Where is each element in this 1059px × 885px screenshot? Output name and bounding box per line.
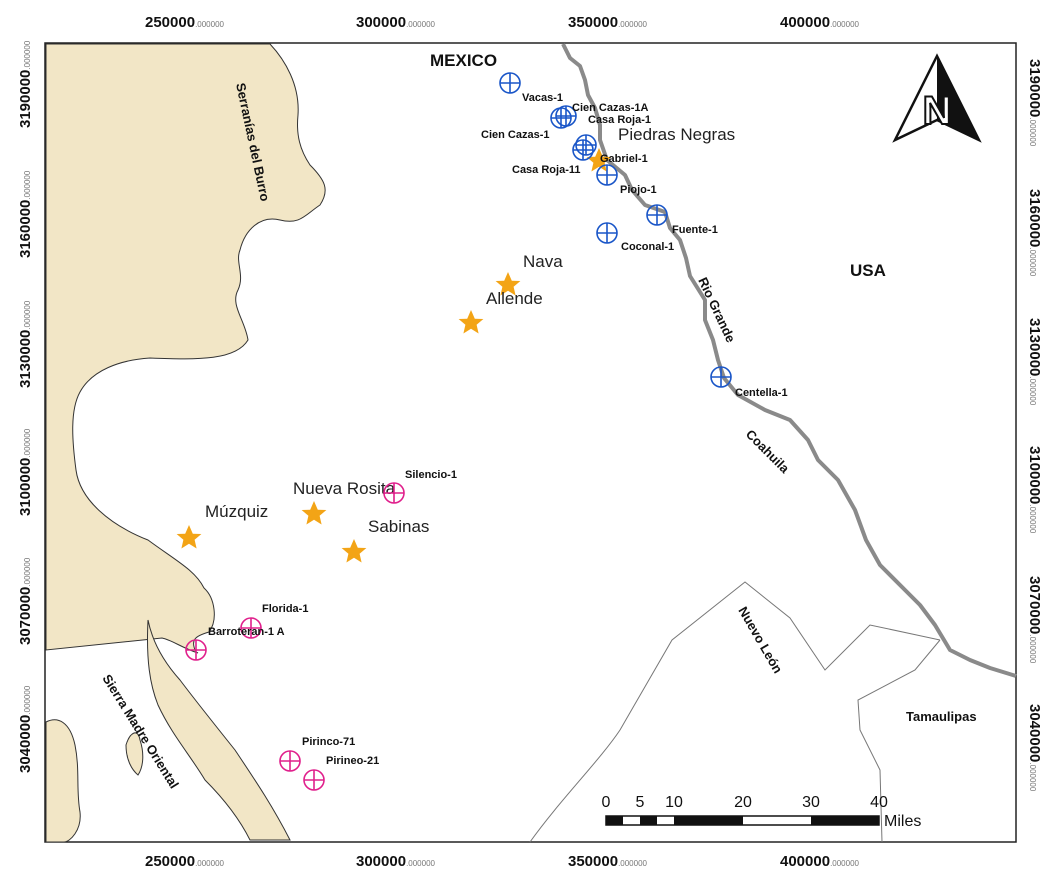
y-tick-label: 3100000.000000 [1026, 446, 1043, 534]
rio-grande-river [561, 43, 1017, 678]
y-tick-label: 3190000.000000 [17, 40, 34, 128]
city-star [341, 539, 367, 563]
scale-tick-label: 30 [802, 794, 820, 811]
well-label: Casa Roja-11 [512, 164, 580, 176]
well-symbol [646, 204, 668, 226]
state-borders [529, 581, 941, 843]
well-label: Cien Cazas-1A [572, 102, 648, 114]
well-symbol [596, 164, 618, 186]
well-symbol [550, 107, 572, 129]
well-symbol [383, 482, 405, 504]
x-tick-label: 250000.000000 [145, 14, 225, 31]
well-symbol [303, 769, 325, 791]
city-label: Nava [523, 252, 563, 271]
scale-bar-segment [674, 816, 743, 825]
north-arrow-half [937, 56, 979, 140]
city-label: Piedras Negras [618, 125, 735, 144]
wells-magenta [185, 482, 405, 791]
y-tick-label: 3130000.000000 [1026, 318, 1043, 406]
y-tick-label: 3100000.000000 [17, 428, 34, 516]
well-label: Silencio-1 [405, 469, 457, 481]
well-symbol [575, 134, 597, 156]
wells-blue [499, 72, 732, 388]
well-symbol [499, 72, 521, 94]
x-tick-label: 300000.000000 [356, 853, 436, 870]
well-label: Florida-1 [262, 603, 308, 615]
city-label: Sabinas [368, 517, 429, 536]
well-labels-magenta: Silencio-1 Florida-1 Barroteran-1 A Piri… [208, 469, 457, 767]
y-tick-label: 3160000.000000 [1026, 189, 1043, 277]
scale-bar-segment [640, 816, 657, 825]
well-symbol [185, 639, 207, 661]
well-label: Pirinco-71 [302, 736, 355, 748]
label-tamaulipas: Tamaulipas [906, 709, 977, 724]
scale-tick-label: 20 [734, 794, 752, 811]
x-tick-label: 250000.000000 [145, 853, 225, 870]
y-axis-right: 3190000.000000 3160000.000000 3130000.00… [1026, 59, 1043, 792]
well-label: Pirineo-21 [326, 755, 379, 767]
y-tick-label: 3160000.000000 [17, 170, 34, 258]
y-tick-label: 3070000.000000 [17, 557, 34, 645]
scale-tick-label: 5 [636, 794, 645, 811]
well-labels-blue: Vacas-1 Cien Cazas-1A Casa Roja-1 Cien C… [481, 92, 788, 399]
x-tick-label: 300000.000000 [356, 14, 436, 31]
x-tick-label: 400000.000000 [780, 14, 860, 31]
sierra-madre-polygon [147, 619, 291, 841]
north-arrow: N [892, 53, 982, 143]
well-symbol [596, 222, 618, 244]
well-symbol [279, 750, 301, 772]
label-usa: USA [850, 261, 886, 280]
coahuila-nuevoleon-border [529, 581, 941, 843]
well-label: Gabriel-1 [600, 153, 648, 165]
x-tick-label: 350000.000000 [568, 853, 648, 870]
city-label: Allende [486, 289, 543, 308]
well-label: Fuente-1 [672, 224, 718, 236]
city-star [176, 525, 202, 549]
scale-unit-label: Miles [884, 813, 921, 830]
city-label: Múzquiz [205, 502, 268, 521]
island-polygon-1 [45, 719, 81, 843]
y-axis-left: 3190000.000000 3160000.000000 3130000.00… [17, 40, 34, 773]
x-axis-bottom: 250000.000000 300000.000000 350000.00000… [145, 853, 860, 870]
city-labels: Piedras Negras Nava Allende Nueva Rosita… [205, 125, 735, 536]
label-mexico: MEXICO [430, 51, 497, 70]
scale-bar: 0 5 10 20 30 40 Miles [602, 794, 922, 830]
x-tick-label: 350000.000000 [568, 14, 648, 31]
scale-tick-label: 40 [870, 794, 888, 811]
city-label: Nueva Rosita [293, 479, 396, 498]
city-star [458, 310, 484, 334]
y-tick-label: 3040000.000000 [17, 685, 34, 773]
well-symbol [240, 617, 262, 639]
well-label: Centella-1 [735, 387, 788, 399]
well-label: Vacas-1 [522, 92, 563, 104]
mountain-ranges [45, 43, 326, 843]
scale-bar-segment [811, 816, 879, 825]
well-label: Casa Roja-1 [588, 114, 651, 126]
well-label: Coconal-1 [621, 241, 674, 253]
city-star [495, 272, 521, 296]
scale-tick-label: 10 [665, 794, 683, 811]
well-symbol [572, 139, 594, 161]
x-tick-label: 400000.000000 [780, 853, 860, 870]
y-tick-label: 3190000.000000 [1026, 59, 1043, 147]
city-star [301, 501, 327, 525]
well-label: Barroteran-1 A [208, 626, 285, 638]
scale-tick-label: 0 [602, 794, 611, 811]
scale-bar-segment [606, 816, 623, 825]
y-tick-label: 3070000.000000 [1026, 576, 1043, 664]
x-axis-top: 250000.000000 300000.000000 350000.00000… [145, 14, 860, 31]
north-arrow-label: N [923, 89, 952, 133]
serranias-polygon [45, 43, 326, 654]
y-tick-label: 3040000.000000 [1026, 704, 1043, 792]
y-tick-label: 3130000.000000 [17, 300, 34, 388]
nuevoleon-tamaulipas-border [857, 639, 941, 843]
well-label: Cien Cazas-1 [481, 129, 549, 141]
well-label: Piojo-1 [620, 184, 657, 196]
island-polygon-2 [125, 732, 144, 776]
well-symbol [710, 366, 732, 388]
